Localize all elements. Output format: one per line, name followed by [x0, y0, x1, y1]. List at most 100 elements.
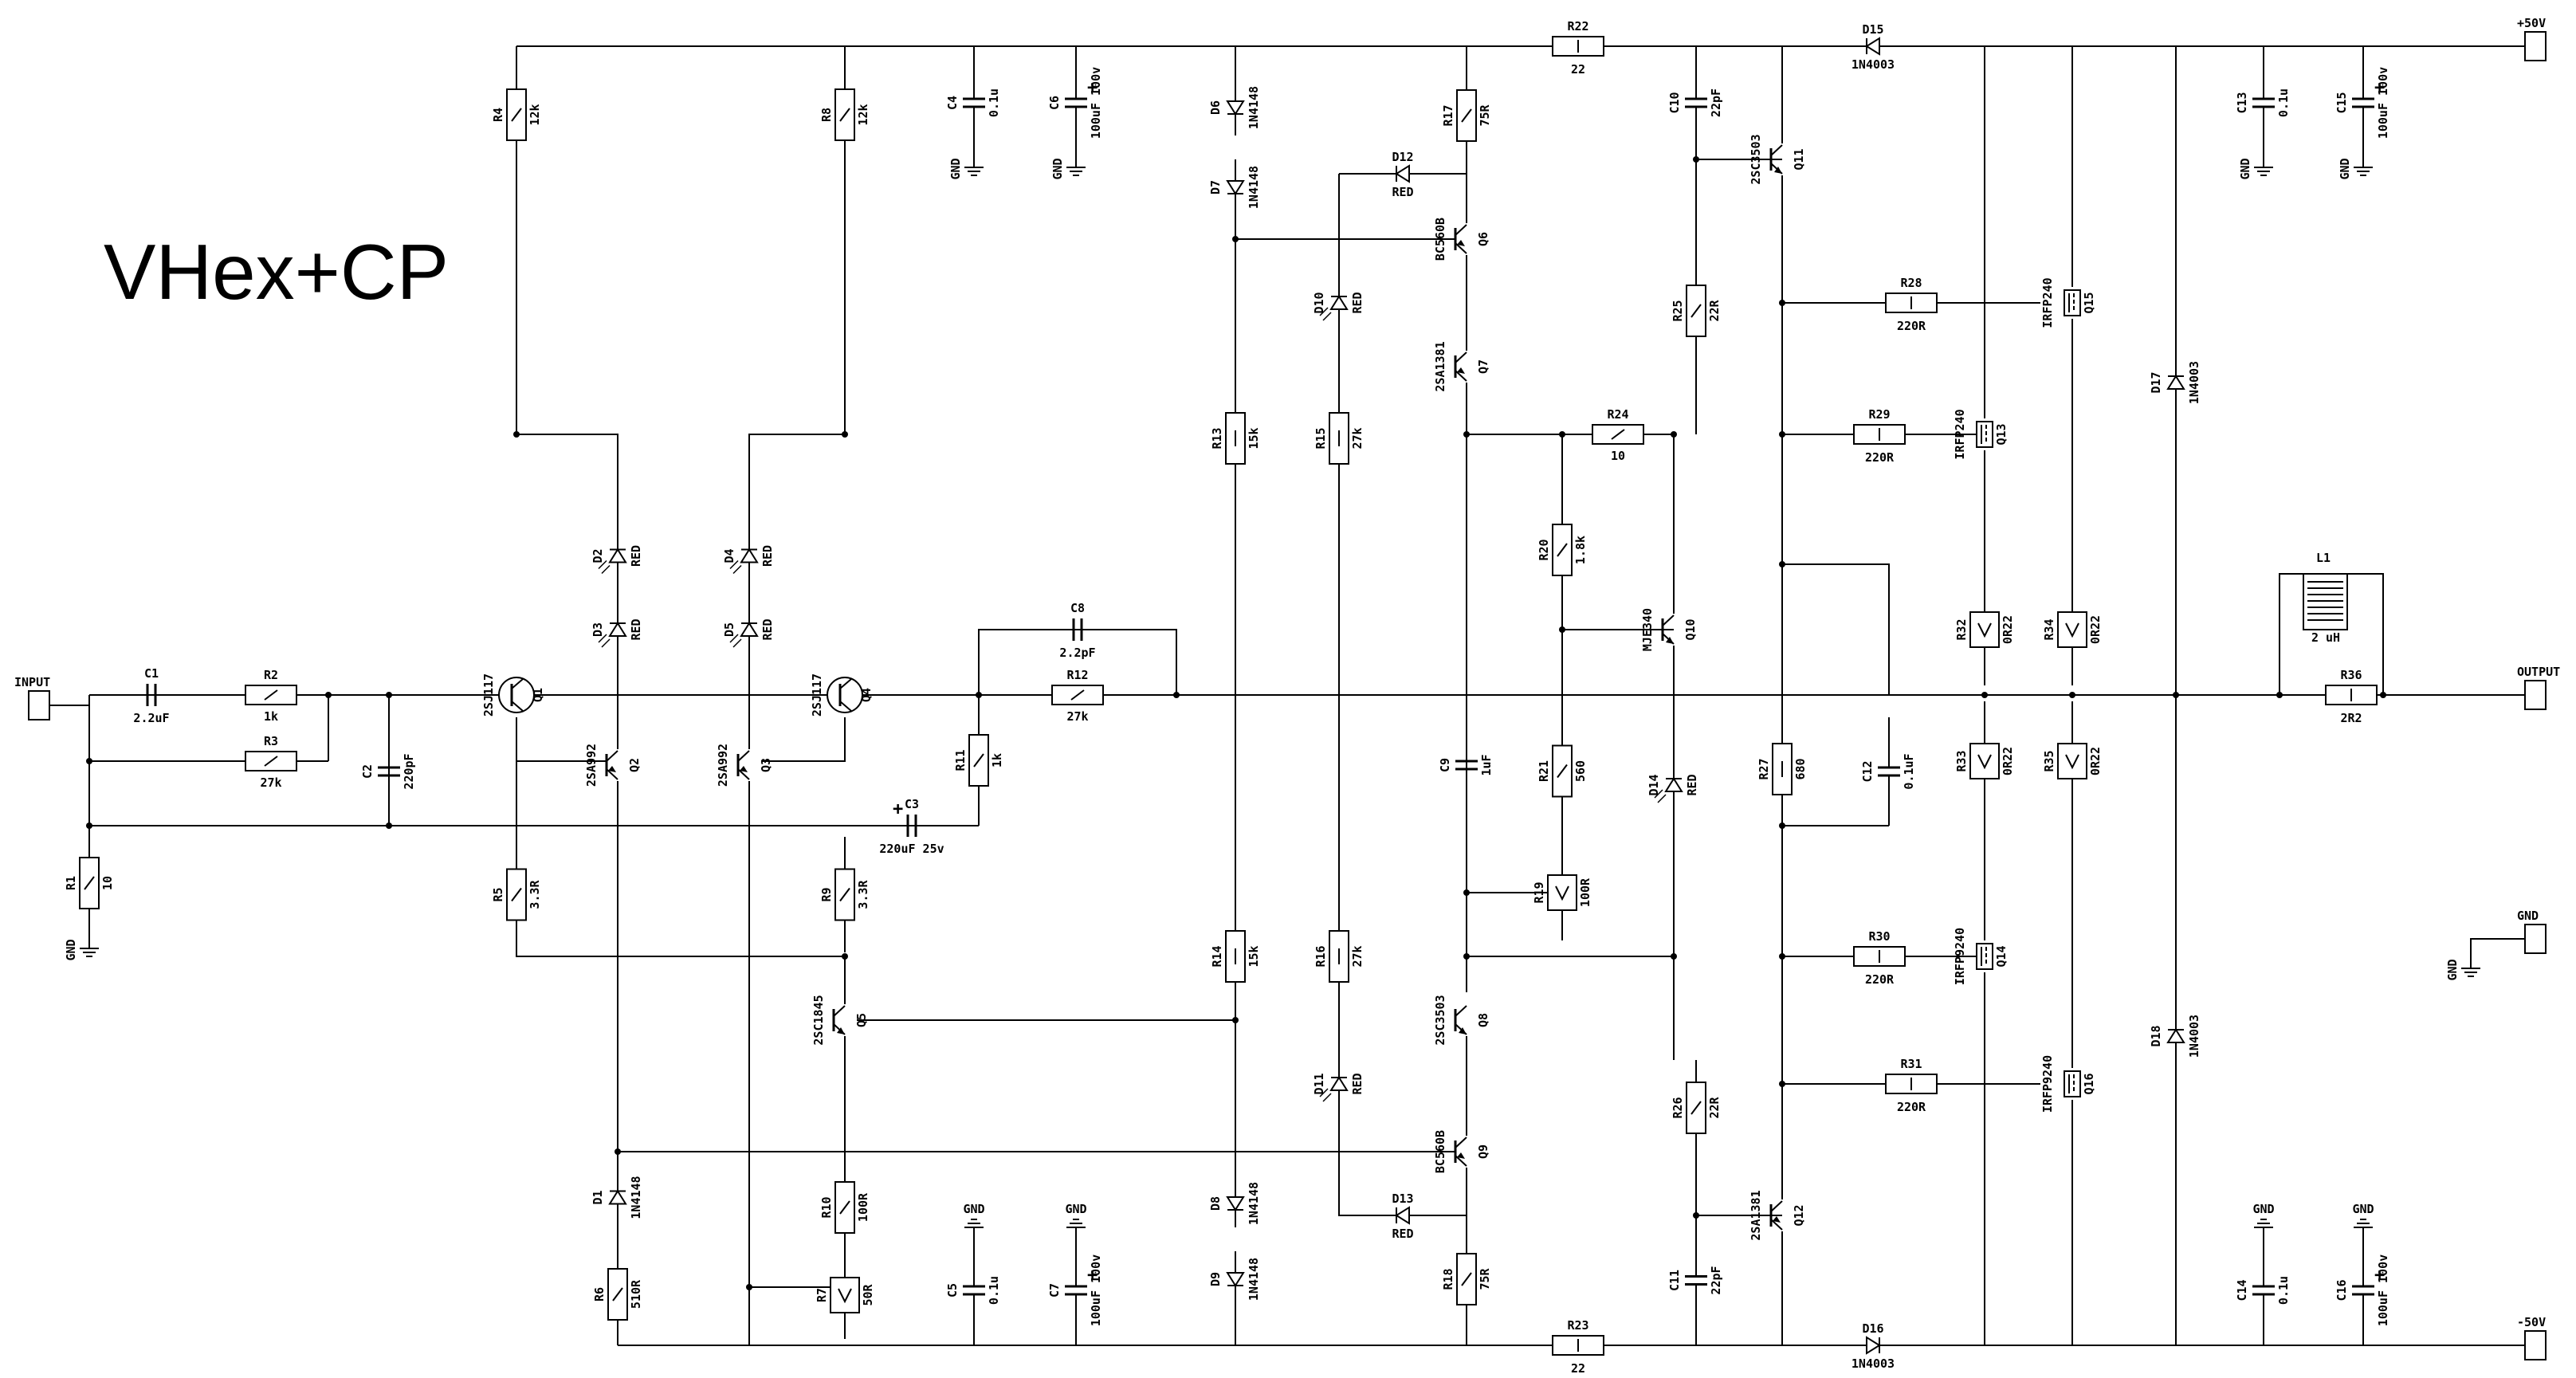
ref-label: C11: [1667, 1270, 1682, 1291]
ref-label: D6: [1208, 100, 1223, 115]
ref-label: R6: [592, 1287, 607, 1301]
ground-symbol: GND: [2352, 1202, 2374, 1235]
value-label: 0R22: [2088, 615, 2103, 644]
ref-label: D12: [1392, 150, 1413, 164]
ref-label: R12: [1066, 668, 1088, 682]
gnd-label: GND: [1050, 158, 1065, 179]
gnd-label: GND: [2338, 158, 2352, 179]
ref-label: R17: [1441, 104, 1455, 126]
ground-symbol: GND: [1050, 158, 1086, 180]
ref-label: R24: [1607, 407, 1628, 422]
ref-label: D7: [1208, 180, 1223, 194]
ref-label: R5: [491, 887, 505, 901]
value-label: RED: [760, 545, 775, 567]
value-label: 560: [1573, 760, 1588, 782]
value-label: 1N4148: [1247, 166, 1261, 209]
ref-label: Q11: [1792, 148, 1806, 170]
port-label: GND: [2517, 909, 2539, 923]
ref-label: D10: [1312, 292, 1326, 313]
value-label: 2SA992: [584, 744, 599, 787]
value-label: 27k: [1350, 427, 1365, 449]
value-label: 1N4003: [1852, 57, 1895, 72]
value-label: RED: [629, 618, 643, 640]
polarity-mark: +: [1087, 78, 1098, 98]
value-label: RED: [1392, 1227, 1413, 1241]
junctions: [86, 156, 2386, 1290]
connector-vplus: +50V: [2517, 16, 2547, 61]
value-label: RED: [1392, 185, 1413, 199]
ref-label: C2: [360, 764, 375, 779]
value-label: 22R: [1707, 299, 1722, 321]
ref-label: R30: [1868, 929, 1890, 944]
value-label: 2SA1381: [1749, 1190, 1763, 1240]
ground-symbol: GND: [2445, 959, 2480, 981]
value-label: 1N4003: [2187, 361, 2201, 404]
ground-symbol: GND: [2238, 158, 2273, 180]
ref-label: R23: [1567, 1318, 1588, 1333]
value-label: 0.1u: [987, 88, 1001, 117]
ground-symbol: GND: [963, 1202, 985, 1235]
value-label: BC560B: [1433, 218, 1447, 261]
value-label: 27k: [1350, 945, 1365, 967]
ref-label: R15: [1314, 427, 1328, 449]
ref-label: R25: [1671, 300, 1685, 321]
resistor-r36: R36 2R2: [2325, 668, 2378, 725]
value-label: 27k: [260, 775, 281, 790]
ref-label: D5: [722, 622, 736, 637]
ref-label: C13: [2235, 92, 2249, 113]
value-label: 10: [1611, 449, 1625, 463]
gnd-label: GND: [1065, 1202, 1086, 1216]
value-label: 2SC1845: [811, 995, 826, 1045]
port-label: OUTPUT: [2517, 665, 2560, 679]
value-label: 75R: [1478, 104, 1492, 126]
value-label: 1.8k: [1573, 536, 1588, 564]
value-label: 3.3R: [856, 879, 870, 909]
ref-label: R7: [815, 1288, 829, 1302]
ref-label: C5: [945, 1283, 960, 1298]
value-label: 2R2: [2340, 711, 2362, 725]
value-label: 1N4148: [1247, 1258, 1261, 1301]
value-label: 0R22: [2001, 747, 2015, 775]
value-label: 0R22: [2001, 615, 2015, 644]
ref-label: R3: [264, 734, 278, 748]
ref-label: R19: [1532, 881, 1546, 903]
ref-label: Q5: [854, 1013, 869, 1027]
value-label: 680: [1793, 758, 1808, 779]
transistor-q5: Q5 2SC1845: [811, 995, 869, 1045]
ref-label: L1: [2316, 551, 2331, 565]
ref-label: Q16: [2082, 1073, 2096, 1094]
ref-label: D13: [1392, 1192, 1413, 1206]
ref-label: R36: [2340, 668, 2362, 682]
value-label: 2SA992: [716, 744, 730, 787]
ref-label: R20: [1537, 539, 1551, 560]
value-label: 0.1u: [987, 1276, 1001, 1305]
value-label: 1k: [990, 753, 1004, 768]
ref-label: R2: [264, 668, 278, 682]
